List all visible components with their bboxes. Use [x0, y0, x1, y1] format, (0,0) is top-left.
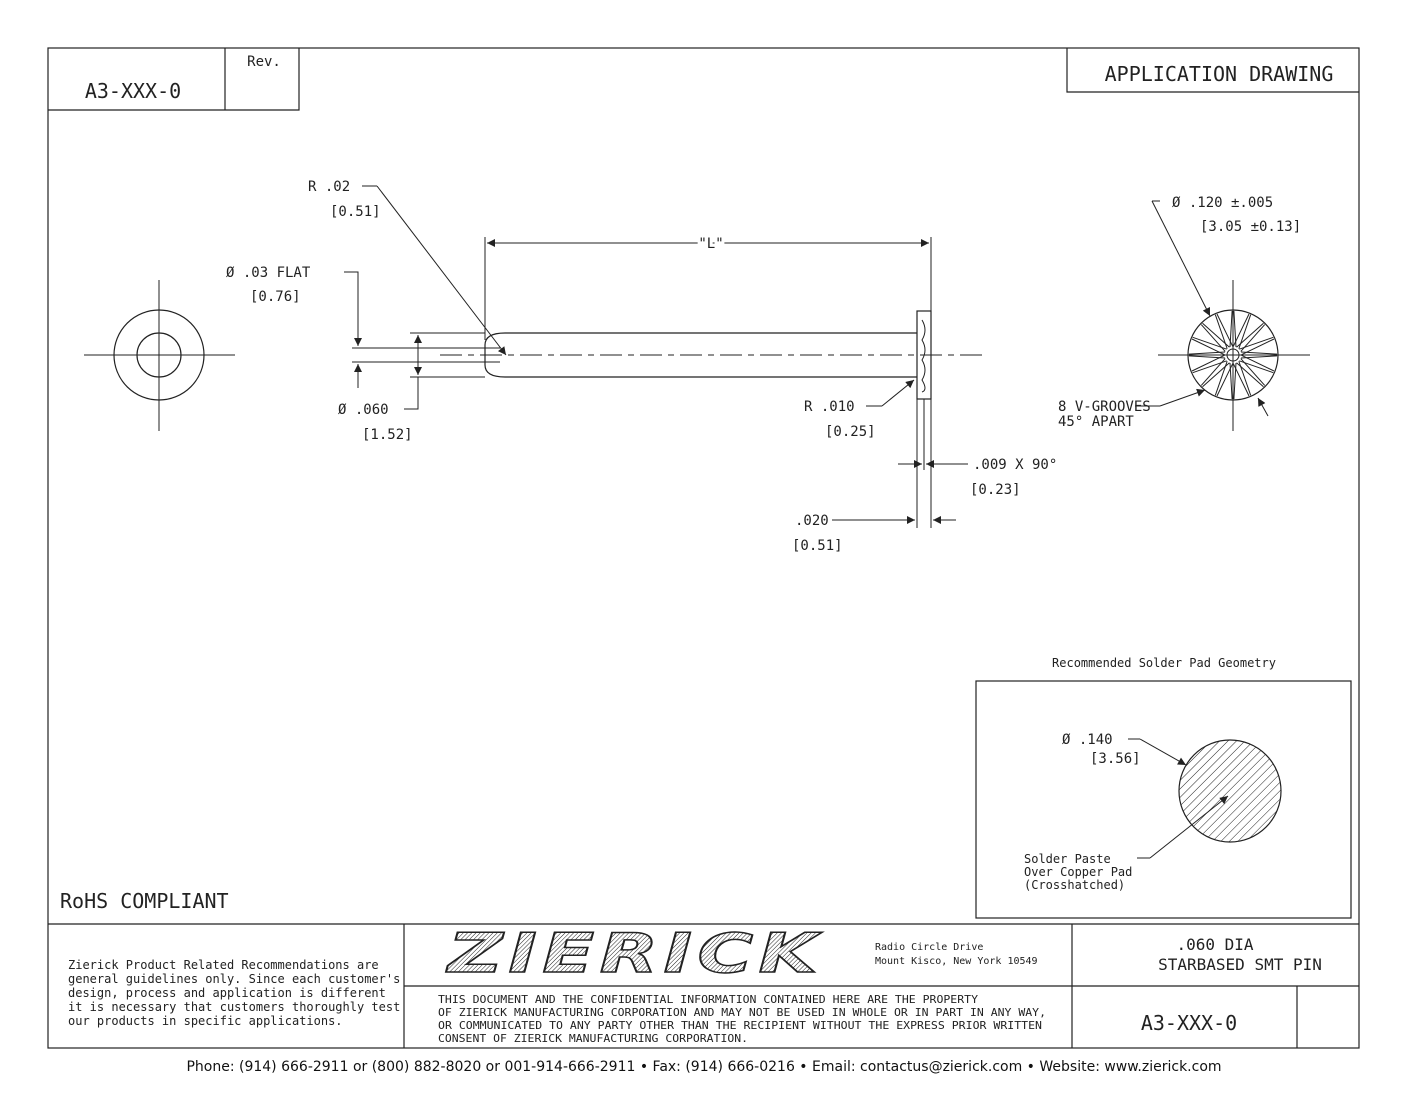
disclaimer-line: our products in specific applications. — [68, 1014, 343, 1028]
groove-line — [1200, 324, 1226, 352]
groove-line — [1239, 336, 1274, 350]
drawing-number-box: A3-XXX-0 Rev. — [48, 48, 300, 111]
drawing-border — [47, 47, 1360, 1049]
groove-line — [1236, 322, 1264, 348]
dia-060-label: Ø .060 — [338, 402, 389, 418]
drawing-number: A3-XXX-0 — [85, 79, 181, 103]
confidential-line: OR COMMUNICATED TO ANY PARTY OTHER THAN … — [438, 1019, 1042, 1032]
title-box: APPLICATION DRAWING — [1066, 48, 1359, 93]
pad-dia-label: Ø .140 — [1062, 732, 1113, 748]
pin-side-view: "L" R .02 [0.51] Ø .03 FLAT [0.76] Ø .06… — [226, 179, 1057, 554]
confidential-line: THIS DOCUMENT AND THE CONFIDENTIAL INFOR… — [438, 993, 978, 1006]
groove-line — [1238, 361, 1252, 396]
groove-line — [1216, 363, 1234, 397]
chamfer-mm: [0.23] — [970, 482, 1021, 498]
confidential-line: OF ZIERICK MANUFACTURING CORPORATION AND… — [438, 1006, 1046, 1019]
end-view-right-star-base: Ø .120 ±.005 [3.05 ±0.13] 8 V-GROOVES 45… — [1058, 195, 1310, 431]
solder-pad-geometry: Recommended Solder Pad Geometry Ø .140 [… — [975, 656, 1352, 919]
flat-label: Ø .03 FLAT — [226, 265, 311, 281]
groove-line — [1229, 310, 1233, 348]
pad-dia-mm: [3.56] — [1090, 751, 1141, 767]
groove-line — [1188, 355, 1226, 359]
confidential-line: CONSENT OF ZIERICK MANUFACTURING CORPORA… — [438, 1032, 748, 1045]
groove-line — [1192, 360, 1227, 374]
part-number: A3-XXX-0 — [1141, 1011, 1237, 1035]
pad-note-1: Solder Paste — [1024, 852, 1111, 866]
radius-010-mm: [0.25] — [825, 424, 876, 440]
address-line-1: Radio Circle Drive — [875, 942, 983, 953]
head-thickness-mm: [0.51] — [792, 538, 843, 554]
head-dia-mm: [3.05 ±0.13] — [1200, 219, 1301, 235]
groove-line — [1214, 314, 1228, 349]
groove-line — [1233, 362, 1237, 400]
groove-line — [1191, 338, 1225, 356]
contact-footer: Phone: (914) 666-2911 or (800) 882-8020 … — [186, 1059, 1221, 1075]
radius-02-label: R .02 — [308, 179, 350, 195]
groove-line — [1240, 358, 1266, 386]
dia-060-mm: [1.52] — [362, 427, 413, 443]
solder-pad-title: Recommended Solder Pad Geometry — [1052, 656, 1276, 670]
pad-note-2: Over Copper Pad — [1024, 865, 1132, 879]
rohs-label: RoHS COMPLIANT — [60, 889, 229, 913]
head-dia-label: Ø .120 ±.005 — [1172, 195, 1273, 211]
part-title-2: STARBASED SMT PIN — [1158, 955, 1322, 974]
disclaimer-line: it is necessary that customers thoroughl… — [68, 1000, 400, 1014]
end-view-left — [84, 280, 235, 431]
disclaimer-line: general guidelines only. Since each cust… — [68, 972, 400, 986]
address-line-2: Mount Kisco, New York 10549 — [875, 956, 1038, 967]
groove-line — [1232, 313, 1250, 347]
disclaimer-line: Zierick Product Related Recommendations … — [68, 958, 379, 972]
title-block: Zierick Product Related Recommendations … — [48, 921, 1359, 1048]
chamfer-label: .009 X 90° — [973, 457, 1057, 473]
head-thickness-label: .020 — [795, 513, 829, 529]
groove-line — [1241, 354, 1275, 372]
radius-010-label: R .010 — [804, 399, 855, 415]
zierick-logo: ZIERICK — [445, 922, 823, 985]
pad-note-3: (Crosshatched) — [1024, 878, 1125, 892]
groove-line — [1241, 338, 1275, 356]
grooves-label: 8 V-GROOVES — [1058, 399, 1151, 415]
part-title-1: .060 DIA — [1176, 935, 1253, 954]
length-dimension: "L" — [698, 236, 723, 252]
groove-line — [1202, 362, 1230, 388]
rev-label: Rev. — [247, 54, 281, 70]
drawing-title: APPLICATION DRAWING — [1105, 62, 1334, 86]
grooves-spacing-label: 45° APART — [1058, 414, 1134, 430]
radius-02-mm: [0.51] — [330, 204, 381, 220]
flat-mm: [0.76] — [250, 289, 301, 305]
disclaimer-line: design, process and application is diffe… — [68, 986, 386, 1000]
